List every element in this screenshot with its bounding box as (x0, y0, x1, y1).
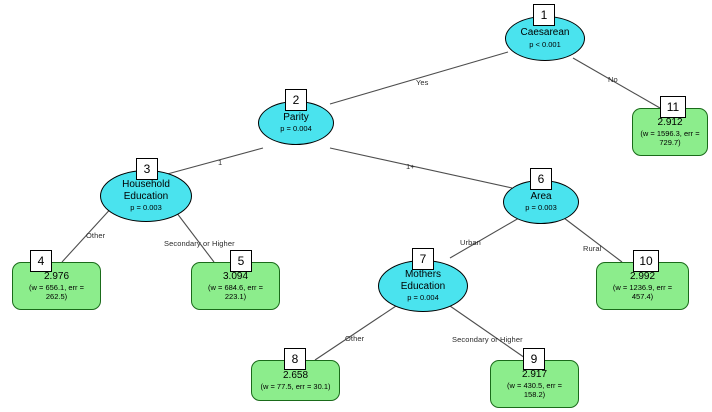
node-5-id: 5 (230, 250, 252, 272)
node-7-pvalue: p = 0.004 (407, 293, 439, 302)
node-10-stats-l2: 457.4) (631, 292, 654, 301)
node-2-name: Parity (283, 111, 309, 123)
node-4-leaf[interactable]: 2.976 (w = 656.1, err = 262.5) (12, 262, 101, 310)
node-3-name-line2: Education (123, 190, 169, 202)
edge-label-2-left: 1 (218, 158, 223, 167)
edge-3-4 (61, 203, 116, 263)
node-8-leaf[interactable]: 2.658 (w = 77.5, err = 30.1) (251, 360, 340, 401)
node-10-id: 10 (633, 250, 659, 272)
node-11-id: 11 (660, 96, 686, 118)
node-9-id: 9 (523, 348, 545, 370)
node-10-value: 2.992 (629, 270, 656, 282)
node-11-stats-l1: (w = 1596.3, err = (640, 128, 700, 138)
edge-2-6 (329, 147, 513, 189)
edge-7-8 (314, 305, 397, 361)
edge-label-7-left: Other (345, 334, 365, 343)
node-7-id: 7 (412, 248, 434, 270)
edge-6-10 (563, 217, 623, 263)
edge-6-7 (449, 217, 520, 259)
node-8-stats-l1: (w = 77.5, err = 30.1) (260, 381, 331, 391)
edge-2-3 (159, 147, 264, 177)
node-2-pvalue: p = 0.004 (280, 124, 312, 134)
node-1-id: 1 (533, 4, 555, 26)
edge-label-2-right: 1+ (406, 162, 415, 171)
node-9-value: 2.917 (521, 368, 548, 380)
edge-label-no: No (608, 75, 618, 84)
node-4-value: 2.976 (43, 270, 70, 282)
edge-1-11 (572, 57, 661, 109)
node-5-stats-l1: (w = 684.6, err = (207, 282, 264, 292)
edge-label-6-right: Rural (583, 244, 602, 253)
node-1-pvalue: p < 0.001 (529, 39, 561, 49)
node-7-name-line2: Education (400, 280, 446, 292)
node-11-stats-l2: 729.7) (659, 138, 681, 147)
node-6-pvalue: p = 0.003 (525, 203, 557, 213)
node-1-name: Caesarean (520, 27, 570, 39)
node-7-name-line1: Mothers (404, 269, 442, 280)
node-3-id: 3 (136, 158, 158, 180)
edge-label-7-right: Secondary or Higher (452, 335, 523, 344)
node-2-id: 2 (285, 89, 307, 111)
node-9-stats-l1: (w = 430.5, err = (506, 380, 563, 390)
node-5-stats-l2: 223.1) (224, 292, 247, 301)
node-5-value: 3.094 (222, 270, 249, 282)
node-3-name-line1: Household (122, 179, 170, 190)
node-6-id: 6 (530, 168, 552, 190)
edge-7-9 (449, 305, 529, 361)
node-8-value: 2.658 (282, 369, 309, 381)
edge-label-6-left: Urban (460, 238, 481, 247)
edge-label-3-left: Other (86, 231, 106, 240)
node-10-leaf[interactable]: 2.992 (w = 1236.9, err = 457.4) (596, 262, 689, 310)
edge-label-yes: Yes (416, 78, 429, 87)
node-8-id: 8 (284, 348, 306, 370)
node-10-stats-l1: (w = 1236.9, err = (612, 282, 673, 292)
node-6-name: Area (530, 190, 552, 202)
node-4-stats-l1: (w = 656.1, err = (28, 282, 85, 292)
node-4-stats-l2: 262.5) (45, 292, 68, 301)
node-4-id: 4 (30, 250, 52, 272)
node-3-pvalue: p = 0.003 (130, 203, 162, 212)
node-9-stats-l2: 158.2) (523, 390, 546, 399)
node-11-value: 2.912 (657, 116, 683, 128)
edge-label-3-right: Secondary or Higher (164, 239, 235, 248)
edge-1-2 (329, 51, 509, 105)
